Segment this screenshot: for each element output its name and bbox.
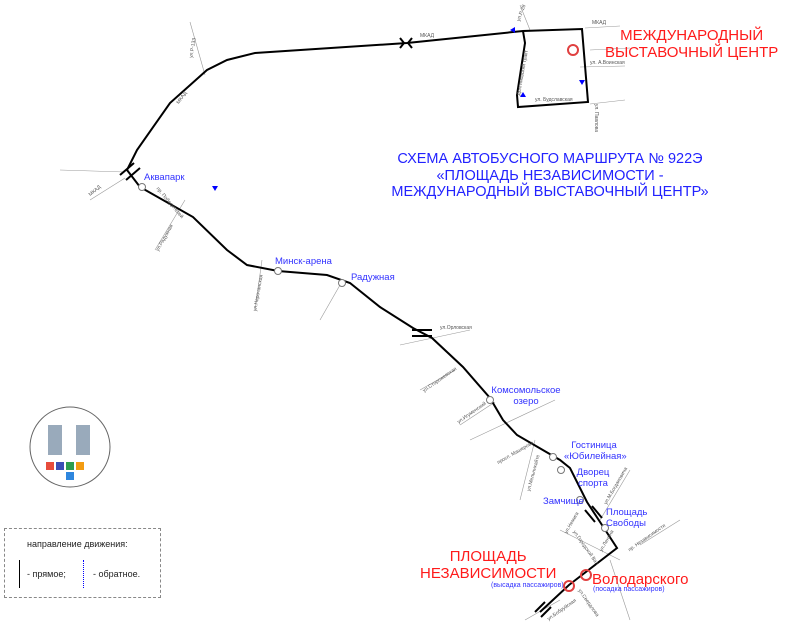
reverse-arrow-icons: [212, 27, 585, 191]
street-label: ул. Павлова: [593, 103, 600, 133]
street-label: МКАД: [420, 33, 434, 39]
stop-markers: [138, 183, 609, 532]
terminal-mvc: МЕЖДУНАРОДНЫЙ ВЫСТАВОЧНЫЙ ЦЕНТР: [605, 27, 778, 62]
stop-zamchishche: Замчище: [543, 496, 584, 507]
stop-ploshchad-svobody: Площадь Свободы: [606, 507, 648, 529]
terminal-start-line1: ПЛОЩАДЬ: [449, 548, 527, 565]
terminal-mvc-line1: МЕЖДУНАРОДНЫЙ: [620, 27, 764, 44]
terminal-start-note: (высадка пассажиров): [491, 582, 564, 589]
terminal-start-line2: НЕЗАВИСИМОСТИ: [420, 565, 557, 583]
title-line-1: СХЕМА АВТОБУСНОГО МАРШРУТА № 922Э: [397, 151, 703, 167]
stop-raduzhnaya: Радужная: [351, 272, 395, 283]
street-label: ул. А.Воинская: [590, 60, 625, 66]
reverse-arrow-icon: [83, 560, 85, 588]
stop-volodarskogo: Володарского: [592, 571, 689, 588]
title-line-3: МЕЖДУНАРОДНЫЙ ВЫСТАВОЧНЫЙ ЦЕНТР»: [391, 184, 709, 201]
stop-volodarskogo-note: (посадка пассажиров): [593, 586, 665, 593]
stop-dvorets-sporta: Дворец спорта: [576, 467, 610, 489]
logo: [29, 406, 111, 488]
stop-komsomolskoe-ozero: Комсомольское озеро: [491, 385, 561, 407]
stop-minsk-arena: Минск-арена: [275, 256, 332, 267]
legend-heading: направление движения:: [27, 539, 128, 549]
street-label: ул. Будславская: [535, 97, 573, 103]
stop-gostinitsa-yubileynaya: Гостиница «Юбилейная»: [564, 440, 627, 462]
streets: [59, 4, 681, 621]
street-label: ул.Орловская: [440, 325, 472, 331]
terminal-markers: [563, 44, 592, 592]
legend-forward: - прямое;: [27, 569, 66, 579]
terminal-mvc-line2: ВЫСТАВОЧНЫЙ ЦЕНТР: [605, 44, 779, 62]
legend: направление движения: - прямое; - обратн…: [4, 528, 161, 598]
forward-arrow-icon: [19, 560, 20, 588]
terminal-ploshchad-nezavisimosti: ПЛОЩАДЬ НЕЗАВИСИМОСТИ: [420, 548, 556, 583]
legend-reverse: - обратное.: [93, 569, 141, 579]
title-line-2: «ПЛОЩАДЬ НЕЗАВИСИМОСТИ -: [436, 167, 664, 184]
street-label: МКАД: [592, 20, 606, 26]
route-line: [125, 27, 619, 613]
map-title: СХЕМА АВТОБУСНОГО МАРШРУТА № 922Э «ПЛОЩА…: [365, 151, 735, 201]
bridge-icons: [119, 37, 603, 618]
stop-akvapark: Аквапарк: [144, 172, 185, 183]
